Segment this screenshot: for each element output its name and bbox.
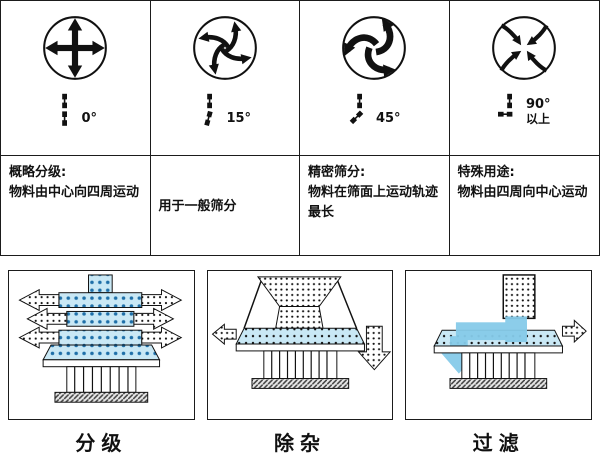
column-0deg: 0° 概略分级: 物料由中心向四周运动 bbox=[1, 1, 151, 255]
mode-description: 物料由四周向中心运动 bbox=[457, 185, 588, 201]
angle-label: 45° bbox=[375, 111, 401, 127]
tilt-indicator-row: 90° 以上 bbox=[497, 91, 551, 131]
mode-title: 特殊用途: bbox=[457, 165, 515, 180]
panel-label-filtration: 过滤 bbox=[472, 431, 525, 455]
panel-col-filtration: 过滤 bbox=[405, 270, 593, 456]
impurity-removal-illustration bbox=[211, 276, 391, 389]
tilt-indicator-15deg-icon bbox=[204, 93, 214, 127]
column-45deg: 45° 精密筛分: 物料在筛面上运动轨迹最长 bbox=[300, 1, 450, 255]
icon-area-15deg: 15° bbox=[151, 1, 300, 155]
column-15deg: 15° 用于一般筛分 bbox=[150, 1, 300, 255]
tilt-indicator-90deg-icon bbox=[497, 93, 513, 117]
application-panels: 分级 bbox=[0, 256, 600, 456]
mode-description: 物料在筛面上运动轨迹最长 bbox=[308, 185, 439, 221]
description-45deg: 精密筛分: 物料在筛面上运动轨迹最长 bbox=[300, 155, 449, 255]
grading-illustration-panel bbox=[8, 270, 195, 420]
angle-label: 90° 以上 bbox=[525, 97, 551, 127]
mode-title: 概略分级: bbox=[9, 165, 67, 180]
panel-label-grading: 分级 bbox=[75, 431, 128, 455]
mode-description: 物料由中心向四周运动 bbox=[9, 185, 140, 201]
panel-col-impurity-removal: 除杂 bbox=[206, 270, 394, 456]
impurity-removal-illustration-panel bbox=[206, 270, 394, 420]
swirl-arrows-45-icon bbox=[337, 16, 407, 80]
description-0deg: 概略分级: 物料由中心向四周运动 bbox=[1, 155, 150, 255]
panel-col-grading: 分级 bbox=[8, 270, 195, 456]
tilt-indicator-row: 0° bbox=[53, 91, 97, 131]
tilt-indicator-0deg-icon bbox=[62, 93, 68, 126]
inward-arrows-icon bbox=[492, 16, 557, 80]
mode-title: 精密筛分: bbox=[308, 165, 366, 180]
mode-description: 用于一般筛分 bbox=[158, 198, 237, 214]
description-15deg: 用于一般筛分 bbox=[150, 155, 299, 255]
column-90deg: 90° 以上 特殊用途: 物料由四周向中心运动 bbox=[449, 1, 600, 255]
icon-area-0deg: 0° bbox=[1, 1, 150, 155]
icon-area-45deg: 45° bbox=[300, 1, 449, 155]
angle-comparison-grid: 0° 概略分级: 物料由中心向四周运动 bbox=[0, 0, 600, 256]
icon-area-90deg: 90° 以上 bbox=[450, 1, 600, 155]
tilt-indicator-row: 15° bbox=[198, 91, 251, 131]
panel-label-impurity-removal: 除杂 bbox=[274, 431, 326, 455]
outward-cross-arrows-icon bbox=[43, 16, 108, 80]
angle-label: 0° bbox=[81, 111, 98, 127]
tilt-indicator-row: 45° bbox=[348, 91, 401, 131]
filtration-illustration-panel bbox=[405, 270, 593, 420]
pinwheel-arrows-15-icon bbox=[192, 16, 257, 80]
description-90deg: 特殊用途: 物料由四周向中心运动 bbox=[449, 155, 599, 255]
multi-deck-grading-illustration bbox=[18, 274, 183, 403]
tilt-indicator-45deg-icon bbox=[349, 93, 364, 125]
filtration-illustration bbox=[433, 274, 588, 389]
angle-label: 15° bbox=[226, 111, 252, 127]
